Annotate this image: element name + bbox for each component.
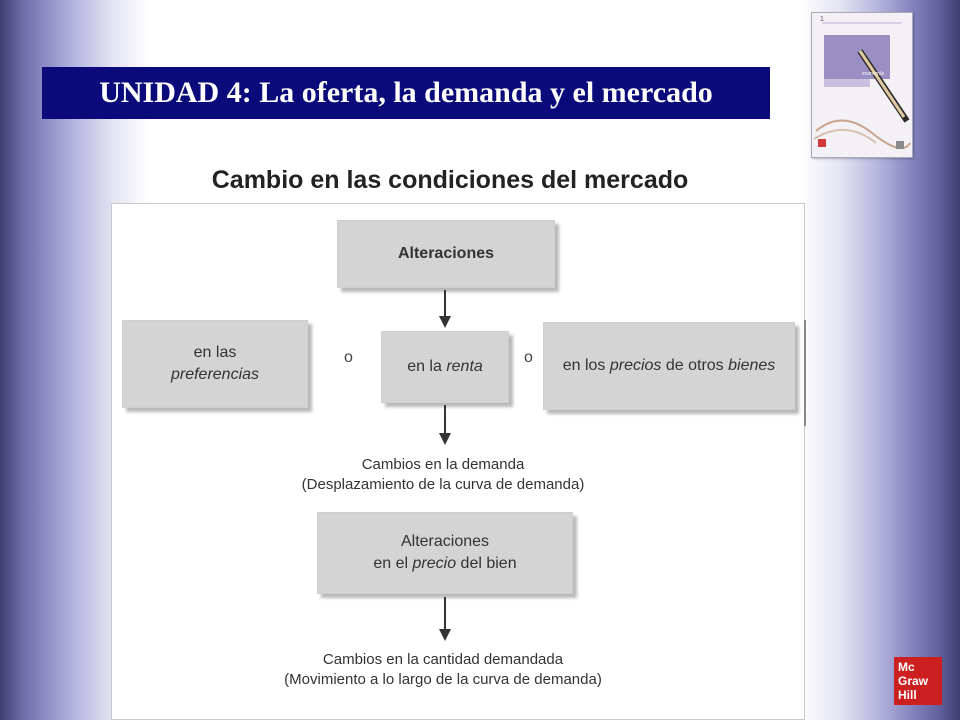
panel-edge-line — [804, 320, 806, 426]
caption-cambios-demanda-line1: Cambios en la demanda — [361, 456, 525, 473]
box-renta-emph: renta — [446, 358, 483, 375]
box-alteraciones-precio-line2: en el precio del bien — [373, 553, 516, 575]
box-alteraciones-precio: Alteraciones en el precio del bien — [317, 512, 573, 594]
caption-cambios-demanda: Cambios en la demanda (Desplazamiento de… — [243, 455, 643, 495]
book-cover-image: 1 economía — [811, 12, 913, 158]
box-alteraciones-precio-suffix: del bien — [456, 555, 517, 572]
box-preferencias-line2: preferencias — [170, 366, 260, 383]
arrow-down-3 — [439, 597, 451, 641]
caption-cambios-cantidad-line1: Cambios en la cantidad demandada — [322, 651, 564, 668]
book-cover-number: 1 — [820, 16, 824, 23]
box-preferencias: en las preferencias — [122, 320, 308, 408]
box-alteraciones-precio-line1: Alteraciones — [400, 533, 490, 550]
logo-line2: Graw — [898, 674, 929, 688]
box-renta: en la renta — [381, 331, 509, 403]
box-precios-emph1: precios — [609, 357, 662, 374]
slide-subtitle: Cambio en las condiciones del mercado — [100, 166, 800, 195]
box-alteraciones-precio-emph: precio — [412, 555, 457, 572]
box-precios-mid: de otros — [661, 357, 729, 374]
logo-line3: Hill — [898, 688, 917, 702]
slide-subtitle-text: Cambio en las condiciones del mercado — [211, 166, 689, 194]
box-alteraciones-precio-prefix: en el — [373, 555, 413, 572]
separator-o-left: o — [344, 350, 353, 366]
slide-title: UNIDAD 4: La oferta, la demanda y el mer… — [42, 67, 770, 119]
separator-o-right-text: o — [524, 349, 533, 366]
separator-o-right: o — [524, 350, 533, 366]
box-alteraciones: Alteraciones — [337, 220, 555, 288]
box-precios-prefix: en los — [562, 357, 610, 374]
box-renta-prefix: en la — [407, 358, 447, 375]
logo-line1: Mc — [898, 660, 915, 674]
box-preferencias-line1: en las — [193, 344, 237, 361]
arrow-down-2 — [439, 405, 451, 445]
caption-cambios-cantidad-line2: (Movimiento a lo largo de la curva de de… — [284, 671, 602, 688]
box-precios-emph2: bienes — [728, 357, 776, 374]
slide-title-text: UNIDAD 4: La oferta, la demanda y el mer… — [99, 76, 713, 109]
box-precios-otros-bienes: en los precios de otros bienes — [543, 322, 795, 410]
diagram-panel — [111, 203, 805, 720]
book-cover-art — [812, 13, 912, 157]
mcgraw-hill-logo: Mc Graw Hill — [894, 657, 942, 705]
arrow-down-1 — [439, 290, 451, 328]
book-cover-label: economía — [862, 71, 884, 77]
separator-o-left-text: o — [344, 349, 353, 366]
box-alteraciones-label: Alteraciones — [397, 245, 495, 262]
caption-cambios-cantidad: Cambios en la cantidad demandada (Movimi… — [243, 650, 643, 690]
caption-cambios-demanda-line2: (Desplazamiento de la curva de demanda) — [301, 476, 585, 493]
